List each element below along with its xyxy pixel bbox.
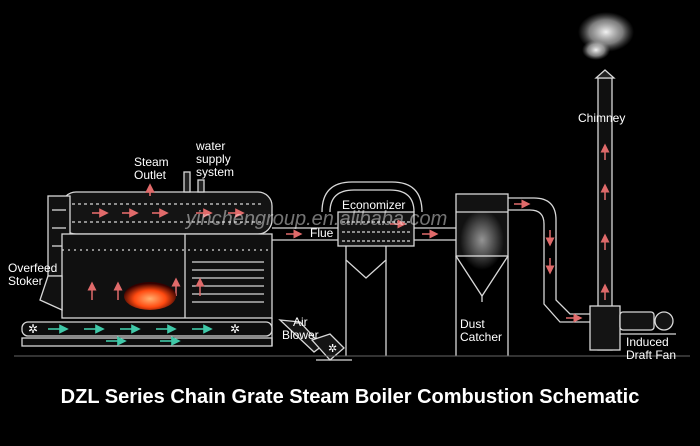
diagram-caption: DZL Series Chain Grate Steam Boiler Comb… [60, 386, 640, 408]
label-water-supply-system: water supply system [196, 139, 235, 179]
air-blower: ✲ [278, 319, 352, 361]
chimney-smoke [578, 12, 634, 60]
combustion-flame [124, 282, 176, 310]
duct-to-fan-arrows [514, 199, 583, 323]
svg-text:✲: ✲ [230, 322, 240, 336]
furnace-flow-arrows [87, 277, 205, 300]
duct-to-dust-catcher [414, 227, 456, 241]
label-induced-draft-fan: Induced Draft Fan [626, 335, 677, 362]
duct-to-fan [508, 197, 594, 323]
label-chimney: Chimney [578, 111, 626, 125]
dust-catcher-glow [460, 210, 504, 270]
drum-flow-arrows [92, 183, 245, 218]
induced-draft-fan [619, 311, 676, 335]
label-economizer: Economizer [342, 198, 406, 212]
economizer [321, 181, 423, 356]
label-steam-outlet: Steam Outlet [134, 155, 169, 182]
svg-text:✲: ✲ [328, 343, 337, 355]
label-flue: Flue [310, 226, 334, 240]
boiler-body [21, 171, 273, 347]
grate-feed-arrows [48, 324, 213, 346]
label-dust-catcher: Dust Catcher [460, 317, 503, 344]
label-overfeed-stoker: Overfeed Stoker [8, 261, 58, 288]
grate-sprockets: ✲ ✲ [28, 322, 240, 336]
flue-duct [272, 227, 338, 241]
watermark: yinchengroup.en.alibaba.com [186, 208, 448, 230]
label-air-blower: Air Blower [282, 315, 319, 342]
svg-text:✲: ✲ [28, 322, 38, 336]
duct-flow-arrows [390, 219, 439, 239]
